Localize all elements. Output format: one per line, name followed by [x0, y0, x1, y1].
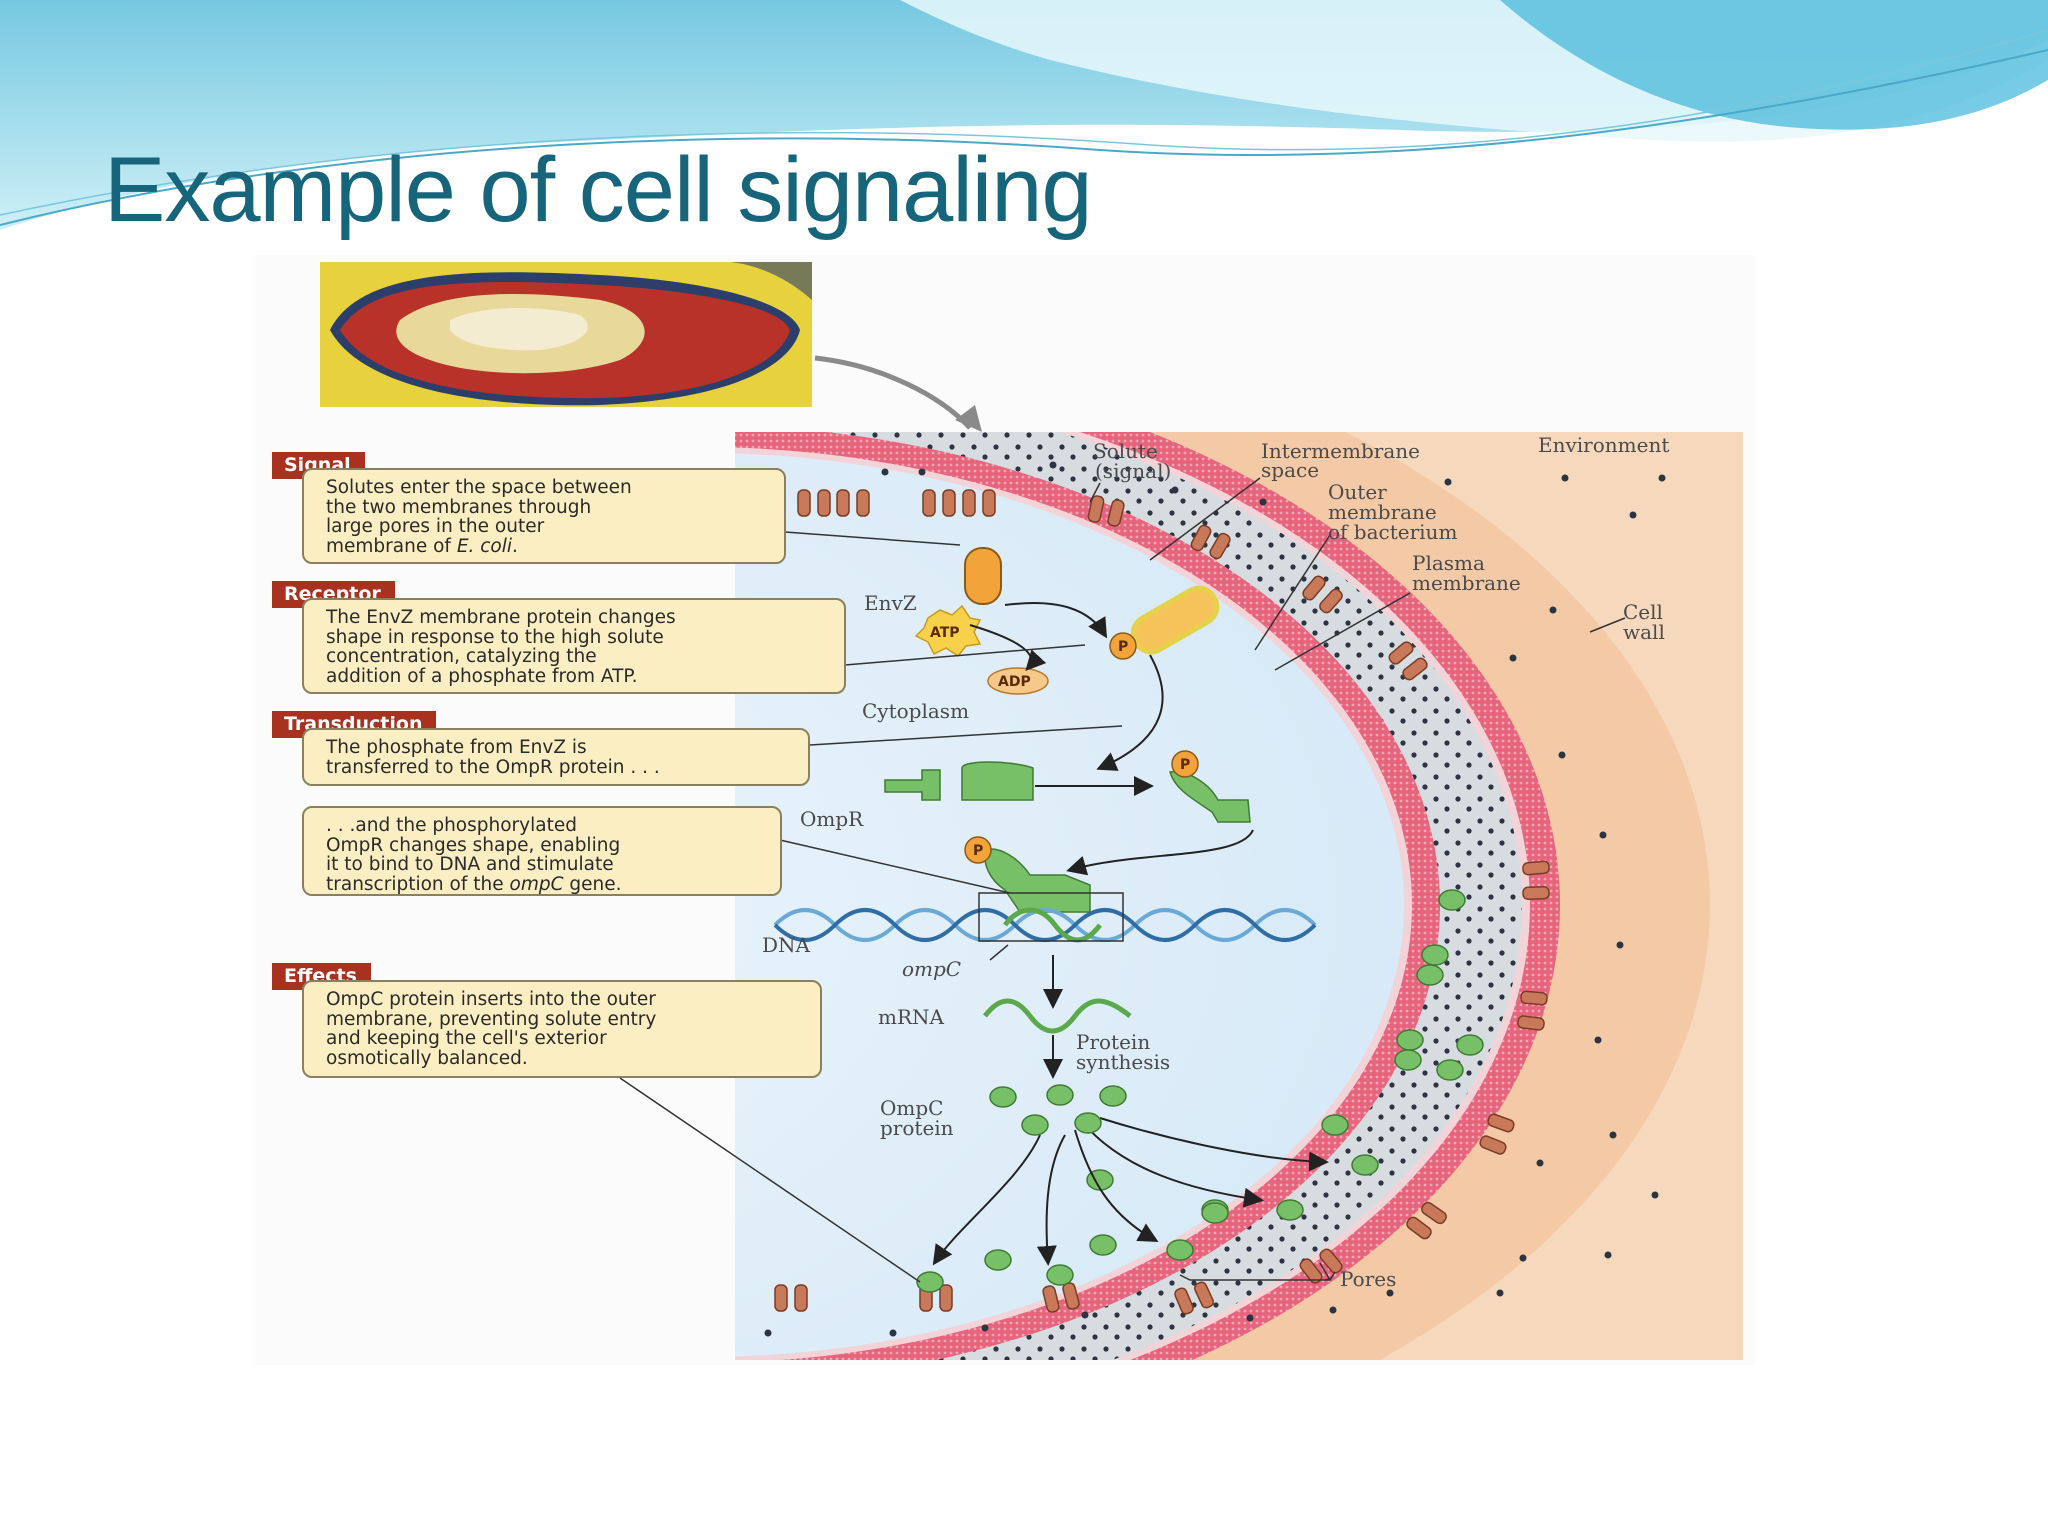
- envz-label: EnvZ: [864, 591, 917, 615]
- ompc-protein-label-2: protein: [880, 1116, 954, 1140]
- callout-signal: Solutes enter the space between the two …: [302, 468, 786, 564]
- environment-label: Environment: [1538, 433, 1669, 457]
- cell-wall-label-2: wall: [1623, 620, 1665, 644]
- callout-receptor-line-3: concentration, catalyzing the: [326, 646, 597, 667]
- atp-badge: [914, 604, 982, 658]
- solute-dots: [764, 461, 1666, 1337]
- callout-ompr-binding: . . .and the phosphorylated OmpR changes…: [302, 806, 782, 896]
- bacterium-micrograph: [320, 262, 812, 407]
- mrna-strand: [983, 998, 1132, 1034]
- phosphate-ompr: [1171, 750, 1199, 778]
- callout-receptor-line-2: shape in response to the high solute: [326, 626, 664, 648]
- reaction-arrows: [932, 602, 1329, 1266]
- atp-label: ATP: [930, 625, 960, 641]
- outer-membrane-label-1: Outer: [1328, 480, 1387, 504]
- ompr-label: OmpR: [800, 807, 864, 831]
- ompc-protein-label-1: OmpC: [880, 1096, 943, 1120]
- header-wave: [0, 0, 2048, 230]
- callout-receptor: The EnvZ membrane protein changes shape …: [302, 598, 846, 694]
- phosphate-dna: [964, 836, 992, 864]
- phosphate-envz: [1109, 632, 1137, 660]
- outer-membrane-label-3: of bacterium: [1328, 520, 1457, 544]
- callout-effects-line-2: membrane, preventing solute entry: [326, 1008, 657, 1030]
- mrna-label: mRNA: [878, 1005, 945, 1029]
- dna-helix: [773, 907, 1317, 943]
- ompc-proteins: [984, 1084, 1229, 1271]
- adp-badge: [987, 667, 1049, 695]
- callout-signal-line-4a: membrane of: [326, 535, 457, 557]
- callout-signal-line-4: membrane of E. coli.: [326, 535, 772, 557]
- porins: [774, 489, 1550, 1315]
- protein-synthesis-label-2: synthesis: [1076, 1050, 1170, 1074]
- slide-title: Example of cell signaling: [104, 139, 1093, 241]
- callout-effects-line-1: OmpC protein inserts into the outer: [326, 989, 656, 1010]
- callout-ompr-line-4: transcription of the ompC gene.: [326, 873, 768, 895]
- ompr-dna-bound: [983, 848, 1091, 913]
- plasma-membrane-label-2: membrane: [1412, 571, 1521, 595]
- callout-effects-line-4: osmotically balanced.: [326, 1047, 528, 1069]
- phosphate-ompr-label: P: [1180, 757, 1190, 773]
- callout-signal-line-2: the two membranes through: [326, 496, 592, 518]
- callout-effects: OmpC protein inserts into the outer memb…: [302, 980, 822, 1078]
- envz-receptor: [964, 547, 1220, 655]
- plasma-membrane-label-1: Plasma: [1412, 551, 1485, 575]
- pores-label: Pores: [1340, 1267, 1396, 1291]
- callout-receptor-line-4: addition of a phosphate from ATP.: [326, 665, 638, 687]
- cell-wall-label-1: Cell: [1623, 600, 1663, 624]
- solute-label-2: (signal): [1095, 459, 1171, 483]
- callout-signal-line-4c: .: [512, 535, 518, 557]
- ompr-phosphorylated: [1169, 771, 1251, 823]
- callout-signal-line-1: Solutes enter the space between: [326, 477, 632, 498]
- callout-receptor-line-1: The EnvZ membrane protein changes: [326, 607, 676, 628]
- adp-label: ADP: [998, 674, 1031, 690]
- intermembrane-label-2: space: [1261, 458, 1319, 482]
- leader-lines: [619, 477, 1626, 1283]
- callout-effects-line-3: and keeping the cell's exterior: [326, 1028, 607, 1049]
- protein-synthesis-label-1: Protein: [1076, 1030, 1150, 1054]
- ompc-gene-box: [978, 892, 1124, 942]
- ompr-protein: [884, 761, 1034, 801]
- callout-ompr-line-4c: gene.: [563, 873, 622, 895]
- callout-transduction: The phosphate from EnvZ is transferred t…: [302, 728, 810, 786]
- ompc-gene-label: ompC: [902, 957, 961, 981]
- callout-signal-line-3: large pores in the outer: [326, 516, 545, 537]
- phosphate-envz-label: P: [1118, 639, 1128, 655]
- zoom-arrow: [814, 355, 972, 430]
- callout-ompr-line-3: it to bind to DNA and stimulate: [326, 854, 614, 875]
- callout-ompr-line-2: OmpR changes shape, enabling: [326, 834, 621, 856]
- solute-label-1: Solute: [1093, 439, 1158, 463]
- ompc-italic-text: ompC: [509, 873, 564, 895]
- phosphate-dna-label: P: [973, 843, 983, 859]
- callout-transduction-line-2: transferred to the OmpR protein . . .: [326, 756, 660, 778]
- dna-label: DNA: [762, 933, 811, 957]
- callout-transduction-line-1: The phosphate from EnvZ is: [326, 737, 587, 758]
- outer-membrane-label-2: membrane: [1328, 500, 1437, 524]
- callout-ompr-line-4a: transcription of the: [326, 873, 510, 895]
- callout-ompr-line-1: . . .and the phosphorylated: [326, 815, 577, 836]
- ecoli-text: E. coli: [456, 535, 513, 557]
- cytoplasm-label: Cytoplasm: [862, 699, 969, 723]
- intermembrane-label-1: Intermembrane: [1261, 439, 1420, 463]
